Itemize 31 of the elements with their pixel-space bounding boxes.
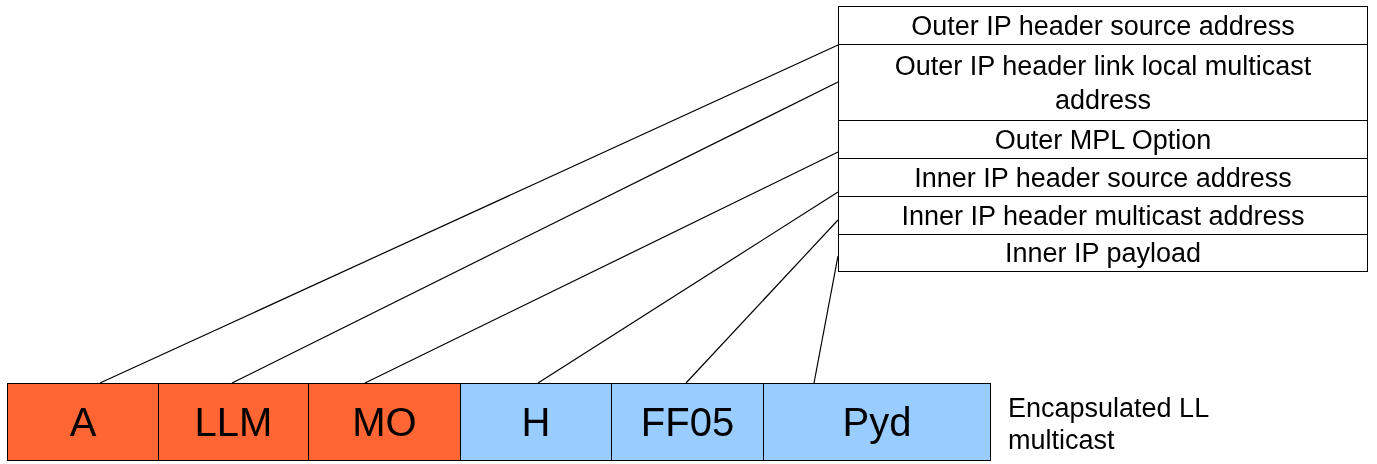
caption: Encapsulated LL multicast: [1008, 392, 1210, 456]
packet-field: [763, 383, 991, 461]
field-label: A: [69, 399, 97, 446]
field-label: H: [521, 399, 551, 446]
table-row: [838, 196, 1368, 235]
packet-field: [460, 383, 612, 461]
field-label: Inner IP payload: [1004, 237, 1202, 270]
table-row: [838, 158, 1368, 197]
field-label: Outer IP header link local multicast address: [893, 49, 1313, 117]
table-row: [838, 6, 1368, 45]
table-row: [838, 234, 1368, 272]
packet-field: [308, 383, 461, 461]
leader-line: [537, 191, 839, 384]
field-label: MO: [352, 399, 417, 446]
field-label: Inner IP header multicast address: [901, 199, 1305, 233]
packet-field: [611, 383, 764, 461]
leader-line: [685, 219, 839, 384]
table-row: [838, 120, 1368, 159]
field-label: Inner IP header source address: [914, 161, 1292, 195]
leader-line: [364, 151, 839, 384]
packet-field: [7, 383, 159, 461]
packet-field: [158, 383, 309, 461]
leader-line: [99, 44, 839, 384]
leader-line: [813, 255, 839, 384]
table-row: [838, 44, 1368, 121]
field-label: Pyd: [842, 399, 912, 446]
field-label: Outer IP header source address: [911, 9, 1295, 43]
field-label: FF05: [640, 399, 735, 446]
field-label: Outer MPL Option: [994, 123, 1212, 157]
field-label: LLM: [194, 399, 273, 446]
leader-line: [231, 81, 839, 384]
